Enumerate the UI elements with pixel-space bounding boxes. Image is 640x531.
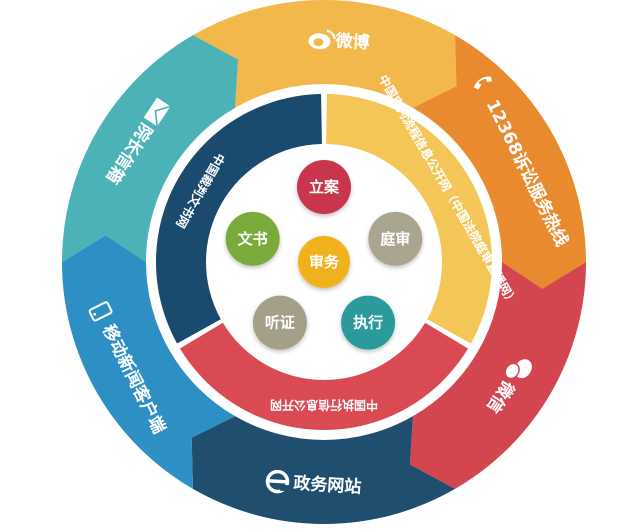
satellite-label: 执行 xyxy=(353,314,383,332)
center-circle xyxy=(298,236,350,288)
outer-segment-shape xyxy=(191,416,455,524)
outer-segment-shape xyxy=(62,35,239,262)
satellite-0: 立案 xyxy=(297,160,351,214)
satellite-circle xyxy=(341,295,396,350)
center-node: 审务 xyxy=(298,236,350,288)
inner-segment-shape xyxy=(326,94,492,344)
outer-segment-2: 微信 xyxy=(409,262,586,489)
outer-segment-shape xyxy=(409,262,586,489)
outer-label-group: 政务网站 xyxy=(265,469,362,498)
outer-segment-shape xyxy=(413,35,586,289)
satellite-label: 庭审 xyxy=(380,230,410,248)
outer-label: 政务网站 xyxy=(293,473,362,498)
ie-browser-icon xyxy=(265,469,290,494)
outer-segment-0: 微博 xyxy=(193,0,457,108)
satellite-circle xyxy=(252,295,307,350)
satellite-label: 立案 xyxy=(309,178,340,196)
satellite-circle xyxy=(368,211,423,266)
inner-segment-shape xyxy=(179,322,469,430)
wechat-icon xyxy=(504,359,532,380)
mobile-phone-icon xyxy=(88,301,113,322)
satellite-2: 执行 xyxy=(341,295,396,350)
phone-icon xyxy=(473,76,493,90)
satellite-1: 庭审 xyxy=(368,211,423,266)
satellite-circle xyxy=(225,211,280,266)
satellite-4: 文书 xyxy=(225,211,280,266)
inner-segment-shape xyxy=(156,94,322,344)
inner-segment-1: 中国执行信息公开网 xyxy=(179,322,469,430)
satellite-label: 听证 xyxy=(265,314,295,332)
satellite-circle xyxy=(297,160,351,214)
outer-segment-shape xyxy=(193,0,457,108)
outer-segment-3: 政务网站 xyxy=(191,416,455,524)
outer-segment-4: 移动新闻客户端 xyxy=(62,235,235,489)
inner-label: 中国执行信息公开网 xyxy=(270,398,378,413)
outer-segment-shape xyxy=(62,235,235,489)
satellite-3: 听证 xyxy=(252,295,307,350)
weibo-icon xyxy=(308,29,336,50)
outer-label: 微博 xyxy=(334,30,370,53)
outer-label-group: 微博 xyxy=(308,29,370,53)
outer-segment-5: 院长信箱 xyxy=(62,35,239,262)
envelope-icon xyxy=(143,97,171,127)
center-label: 审务 xyxy=(309,253,340,271)
satellite-label: 文书 xyxy=(238,230,268,248)
